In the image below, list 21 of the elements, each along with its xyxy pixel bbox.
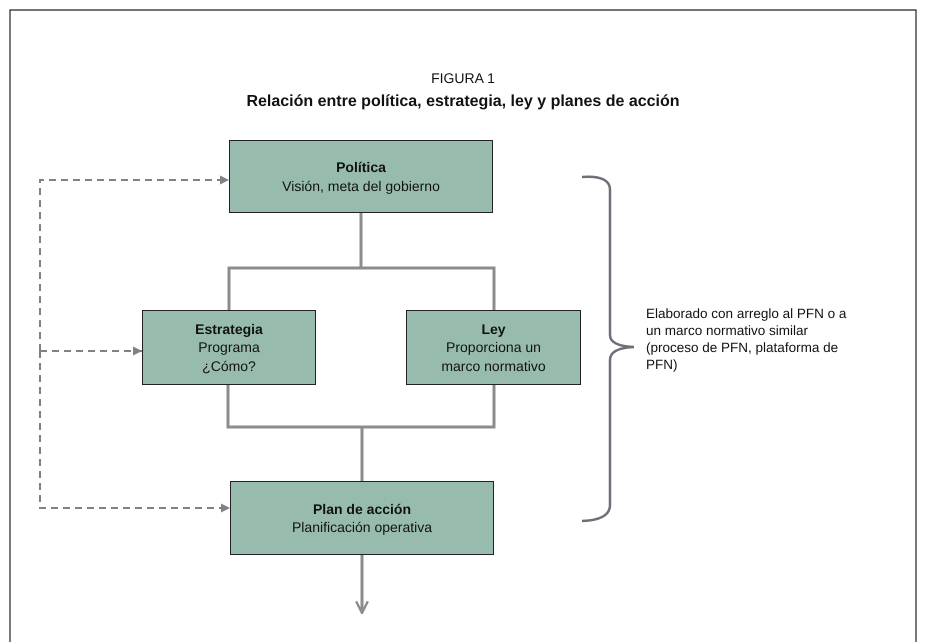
box-heading: Política xyxy=(336,158,386,176)
arrow xyxy=(355,555,369,614)
box-text: Planificación operativa xyxy=(292,518,432,536)
figure-title: Relación entre política, estrategia, ley y planes de acción xyxy=(245,92,681,112)
box-text: Proporciona un marco normativo xyxy=(440,338,547,375)
box-text: Programa xyxy=(198,338,260,357)
box-text: ¿Cómo? xyxy=(202,356,256,375)
box-text: Visión, meta del gobierno xyxy=(282,176,440,195)
dashed-arrow xyxy=(39,176,229,351)
box-heading: Ley xyxy=(481,320,506,338)
process-box xyxy=(229,140,493,213)
process-box xyxy=(142,310,316,385)
dashed-arrow xyxy=(39,351,230,512)
box-heading: Plan de acción xyxy=(312,500,412,518)
connector-line xyxy=(360,385,496,481)
process-box xyxy=(230,481,494,555)
figure-number: FIGURA 1 xyxy=(430,70,496,88)
dashed-arrow xyxy=(40,346,142,356)
bracket-note: Elaborado con arreglo al PFN o a un marco normativo similar (proceso de PFN, plataforma de PFN) xyxy=(646,306,848,374)
box-heading: Estrategia xyxy=(195,320,263,338)
process-box xyxy=(406,310,581,385)
